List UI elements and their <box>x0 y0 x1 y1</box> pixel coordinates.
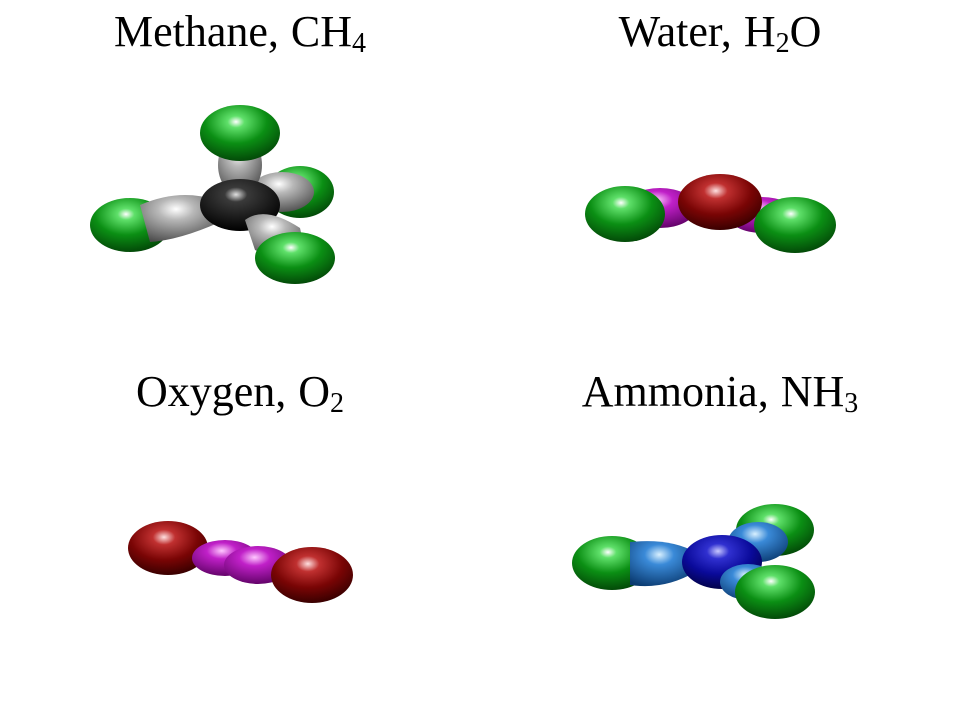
methane-panel: Methane,CH4 <box>0 0 480 360</box>
water-oxygen-atom <box>678 174 762 230</box>
water-molecule <box>585 174 836 253</box>
water-title: Water,H2O <box>480 6 960 58</box>
water-subscript: 2 <box>775 28 790 59</box>
methane-subscript: 4 <box>352 28 367 59</box>
oxygen-molecule <box>128 521 353 603</box>
ammonia-title: Ammonia,NH3 <box>480 366 960 418</box>
methane-hydrogen-front <box>255 232 335 284</box>
ammonia-formula: NH <box>780 367 845 416</box>
water-name: Water, <box>618 7 732 56</box>
methane-name: Methane, <box>113 7 279 56</box>
methane-molecule <box>90 105 335 284</box>
water-formula-suffix: O <box>789 7 822 56</box>
methane-hydrogen-top <box>200 105 280 161</box>
ammonia-name: Ammonia, <box>581 367 769 416</box>
oxygen-name: Oxygen, <box>135 367 287 416</box>
ammonia-panel: Ammonia,NH3 <box>480 360 960 720</box>
oxygen-panel: Oxygen,O2 <box>0 360 480 720</box>
water-hydrogen-left <box>585 186 665 242</box>
ammonia-hydrogen-front <box>735 565 815 619</box>
water-hydrogen-right <box>754 197 836 253</box>
ammonia-bond-left <box>630 541 695 587</box>
water-panel: Water,H2O <box>480 0 960 360</box>
methane-formula: CH <box>290 7 353 56</box>
methane-bond-left <box>140 195 220 242</box>
ammonia-molecule <box>572 504 815 619</box>
ammonia-subscript: 3 <box>844 388 859 419</box>
oxygen-subscript: 2 <box>330 388 345 419</box>
oxygen-atom-left <box>128 521 208 575</box>
water-formula: H <box>743 7 776 56</box>
oxygen-atom-right <box>271 547 353 603</box>
oxygen-title: Oxygen,O2 <box>0 366 480 418</box>
oxygen-formula: O <box>298 367 331 416</box>
methane-title: Methane,CH4 <box>0 6 480 58</box>
